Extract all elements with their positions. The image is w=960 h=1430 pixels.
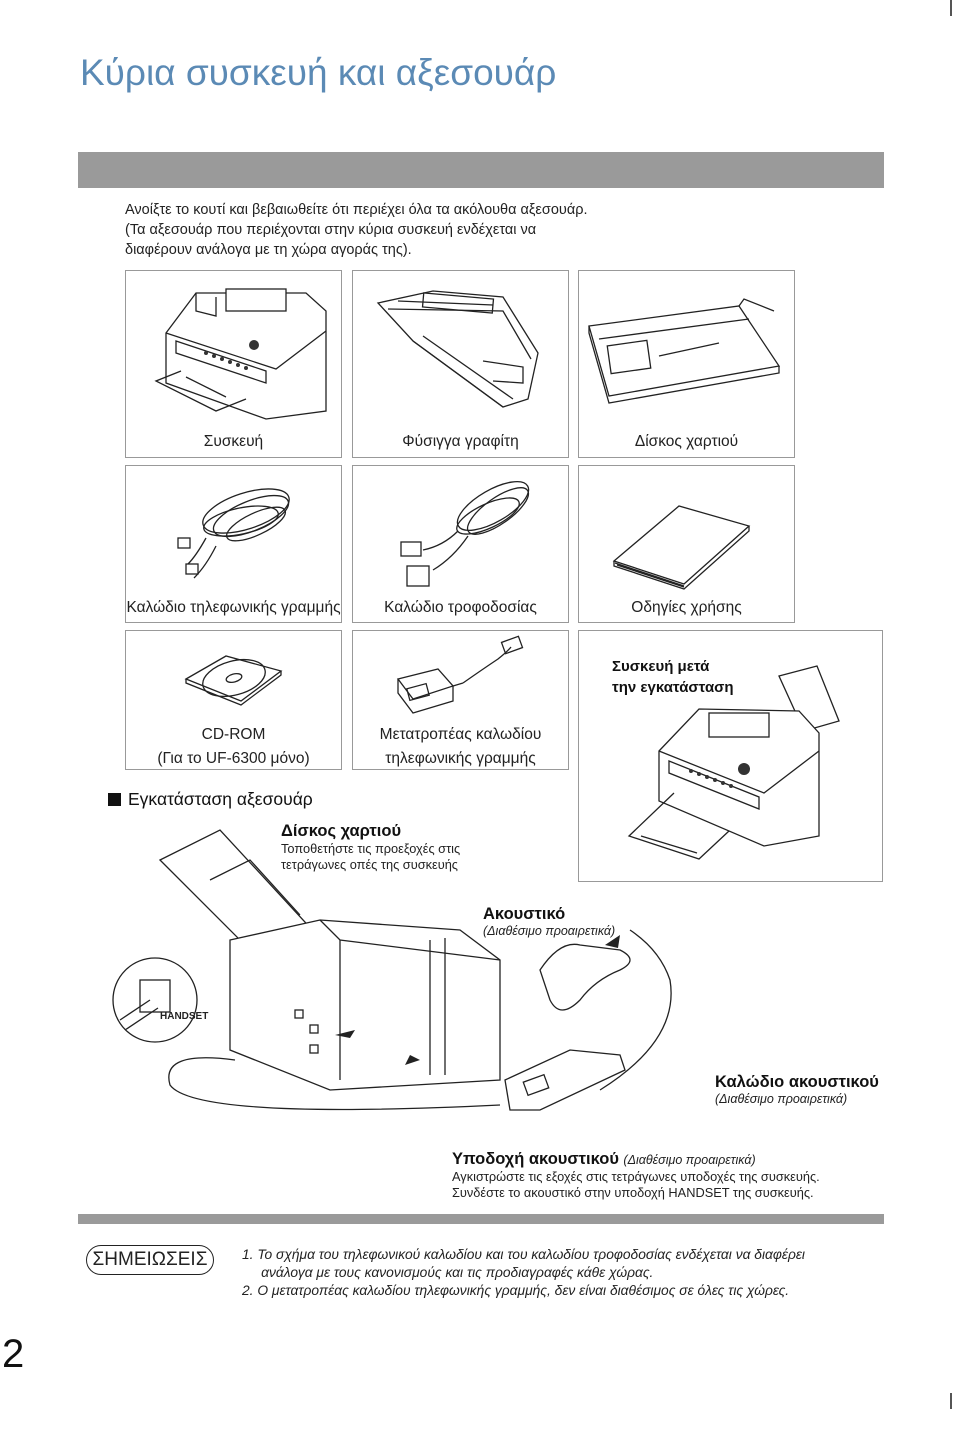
cradle-callout: Υποδοχή ακουστικού (Διαθέσιμο προαιρετικ… bbox=[452, 1150, 820, 1201]
caption-unit: Συσκευή bbox=[203, 433, 264, 450]
intro-line-1: Ανοίξτε το κουτί και βεβαιωθείτε ότι περ… bbox=[125, 202, 588, 218]
item-after-install: Συσκευή μετά την εγκατάσταση bbox=[578, 630, 883, 882]
item-power-cable: Καλώδιο τροφοδοσίας bbox=[352, 465, 569, 623]
tray-callout-line-2: τετράγωνες οπές της συσκευής bbox=[281, 857, 458, 872]
note-2: 2. Ο μετατροπέας καλωδίου τηλεφωνικής γρ… bbox=[242, 1283, 790, 1298]
intro-text: Ανοίξτε το κουτί και βεβαιωθείτε ότι περ… bbox=[125, 200, 587, 260]
manual-book-illustration bbox=[612, 505, 751, 590]
note-1-line-2: ανάλογα με τους κανονισμούς και τις προδ… bbox=[242, 1265, 654, 1280]
tray-callout-title: Δίσκος χαρτιού bbox=[281, 822, 402, 840]
cradle-line-1: Αγκιστρώστε τις εξοχές στις τετράγωνες υ… bbox=[452, 1169, 820, 1184]
cradle-title: Υποδοχή ακουστικού bbox=[452, 1150, 619, 1168]
intro-line-3: διαφέρουν ανάλογα με τη χώρα αγοράς της)… bbox=[125, 242, 412, 258]
caption-tray: Δίσκος χαρτιού bbox=[634, 433, 739, 450]
handset-port-label: HANDSET bbox=[160, 1011, 209, 1022]
installation-illustration bbox=[112, 829, 672, 1111]
install-heading-text: Εγκατάσταση αξεσουάρ bbox=[128, 789, 313, 809]
item-adapter: Μετατροπέας καλωδίου τηλεφωνικής γραμμής bbox=[352, 630, 569, 770]
caption-adapter: Μετατροπέας καλωδίου τηλεφωνικής γραμμής bbox=[353, 723, 568, 771]
handset-cable-optional: (Διαθέσιμο προαιρετικά) bbox=[715, 1092, 848, 1106]
footer-bar bbox=[78, 1214, 884, 1224]
caption-tel-cable: Καλώδιο τηλεφωνικής γραμμής bbox=[126, 599, 341, 616]
item-manual: Οδηγίες χρήσης bbox=[578, 465, 795, 623]
cdrom-illustration bbox=[184, 655, 283, 706]
intro-line-2: (Τα αξεσουάρ που περιέχονται στην κύρια … bbox=[125, 222, 537, 238]
tray-callout-line-1: Τοποθετήστε τις προεξοχές στις bbox=[281, 841, 461, 856]
tray-callout: Δίσκος χαρτιού Τοποθετήστε τις προεξοχές… bbox=[281, 822, 460, 873]
line-adapter-illustration bbox=[396, 635, 524, 714]
page-number: 2 bbox=[2, 1332, 25, 1376]
toner-cartridge-illustration bbox=[376, 290, 539, 408]
cradle-line-2: Συνδέστε το ακουστικό στην υποδοχή HANDS… bbox=[452, 1185, 814, 1200]
notes-list: 1. Το σχήμα του τηλεφωνικού καλωδίου και… bbox=[242, 1246, 805, 1300]
power-cable-illustration bbox=[400, 481, 530, 587]
handset-callout-title: Ακουστικό bbox=[483, 905, 566, 923]
telephone-cable-illustration bbox=[177, 488, 290, 579]
after-install-label: Συσκευή μετά την εγκατάσταση bbox=[612, 656, 734, 698]
paper-tray-illustration bbox=[588, 298, 781, 404]
caption-power-cable: Καλώδιο τροφοδοσίας bbox=[384, 599, 537, 616]
install-heading: Εγκατάσταση αξεσουάρ bbox=[108, 789, 313, 810]
note-1-line-1: 1. Το σχήμα του τηλεφωνικού καλωδίου και… bbox=[242, 1247, 805, 1262]
installed-unit-illustration bbox=[627, 665, 840, 860]
handset-callout-optional: (Διαθέσιμο προαιρετικά) bbox=[483, 924, 616, 938]
handset-cable-title: Καλώδιο ακουστικού bbox=[715, 1073, 879, 1091]
after-install-line-1: Συσκευή μετά bbox=[612, 658, 710, 675]
item-cdrom: CD-ROM (Για το UF-6300 μόνο) bbox=[125, 630, 342, 770]
caption-manual: Οδηγίες χρήσης bbox=[631, 599, 742, 616]
heading-square-icon bbox=[108, 793, 121, 806]
cradle-optional: (Διαθέσιμο προαιρετικά) bbox=[623, 1153, 756, 1167]
cdrom-label: CD-ROM bbox=[201, 726, 266, 743]
page-title: Κύρια συσκευή και αξεσουάρ bbox=[80, 52, 557, 93]
notes-badge: ΣΗΜΕΙΩΣΕΙΣ bbox=[86, 1245, 214, 1275]
adapter-line-1: Μετατροπέας καλωδίου bbox=[379, 726, 542, 743]
handset-callout: Ακουστικό (Διαθέσιμο προαιρετικά) bbox=[483, 905, 615, 938]
item-tray: Δίσκος χαρτιού bbox=[578, 270, 795, 458]
fax-unit-illustration bbox=[154, 288, 327, 420]
adapter-line-2: τηλεφωνικής γραμμής bbox=[385, 750, 536, 767]
handset-cable-callout: Καλώδιο ακουστικού (Διαθέσιμο προαιρετικ… bbox=[715, 1073, 879, 1106]
crop-mark-top bbox=[950, 0, 952, 16]
after-install-line-2: την εγκατάσταση bbox=[612, 679, 734, 696]
header-bar bbox=[78, 152, 884, 188]
item-unit: Συσκευή bbox=[125, 270, 342, 458]
caption-cdrom: CD-ROM (Για το UF-6300 μόνο) bbox=[126, 723, 341, 771]
item-toner: Φύσιγγα γραφίτη bbox=[352, 270, 569, 458]
cdrom-note: (Για το UF-6300 μόνο) bbox=[157, 750, 310, 767]
item-tel-cable: Καλώδιο τηλεφωνικής γραμμής bbox=[125, 465, 342, 623]
crop-mark-bottom bbox=[950, 1393, 952, 1409]
caption-toner: Φύσιγγα γραφίτη bbox=[402, 433, 519, 450]
